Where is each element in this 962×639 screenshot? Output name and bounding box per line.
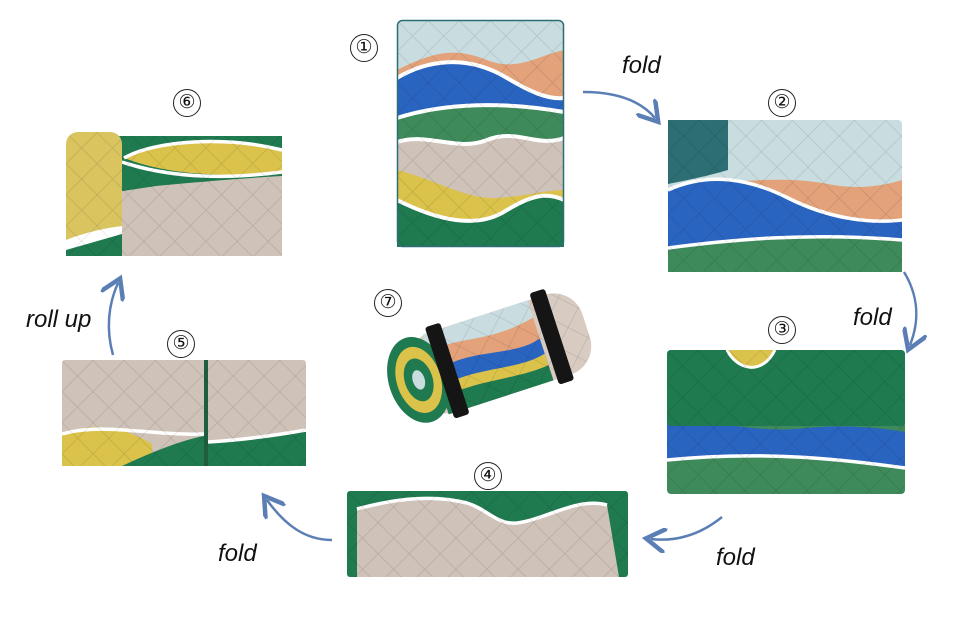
roll-up-label: roll up — [26, 306, 92, 333]
arrow-3-to-4 — [651, 516, 723, 540]
arrow-5-to-6 — [109, 283, 118, 356]
step-7-number: ⑦ — [374, 289, 402, 317]
mat-flat-image — [395, 19, 565, 248]
fold-label-1: fold — [622, 52, 661, 79]
fold-label-2: fold — [853, 304, 892, 331]
arrow-1-to-2 — [582, 90, 655, 118]
step-6-number: ⑥ — [173, 89, 201, 117]
step-5-number: ⑤ — [167, 330, 195, 358]
step-3-number: ③ — [768, 316, 796, 344]
mat-fold-1-image — [667, 120, 903, 272]
mat-fold-4-image — [61, 360, 307, 466]
mat-fold-2-image — [666, 349, 906, 494]
mat-roll-start-image — [66, 132, 283, 256]
arrow-2-to-3 — [904, 271, 916, 345]
fold-label-4: fold — [218, 540, 257, 567]
step-1-number: ① — [350, 34, 378, 62]
mat-rolled-image — [387, 289, 592, 423]
fold-label-3: fold — [716, 544, 755, 571]
arrow-4-to-5 — [267, 500, 333, 542]
step-2-number: ② — [768, 89, 796, 117]
mat-fold-3-image — [347, 491, 628, 577]
step-4-number: ④ — [474, 462, 502, 490]
